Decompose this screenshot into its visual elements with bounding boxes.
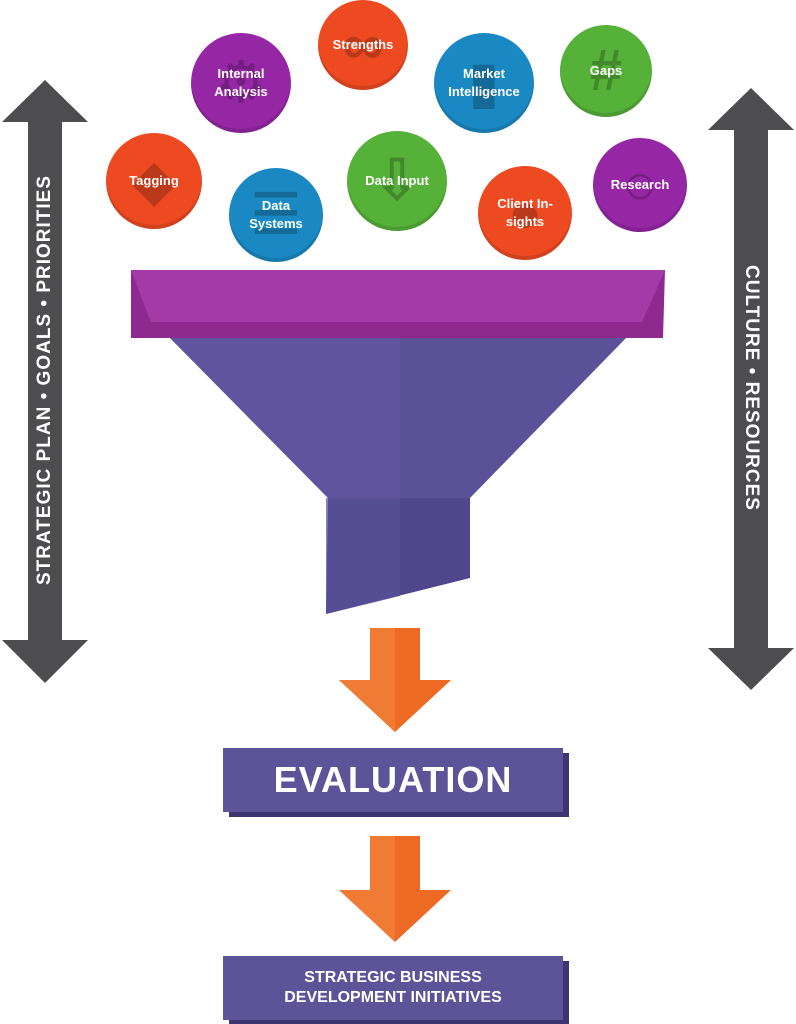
left-double-arrow [2,80,88,683]
input-circle-gaps: # Gaps [560,25,652,117]
initiatives-box: STRATEGIC BUSINESS DEVELOPMENT INITIATIV… [223,956,563,1020]
input-label: Client In- sights [497,196,553,229]
initiatives-label: STRATEGIC BUSINESS DEVELOPMENT INITIATIV… [284,969,502,1006]
input-circle-data-input: ⇩ Data Input [347,131,447,231]
input-circle-internal-analysis: ⚙ Internal Analysis [191,33,291,133]
input-circle-client-insights: ● Client In- sights [478,166,572,260]
input-label: Tagging [129,173,179,189]
evaluation-box: EVALUATION [223,748,563,812]
input-circle-market-intelligence: ▮ Market Intelligence [434,33,534,133]
input-label: Data Systems [249,198,303,231]
input-label: Gaps [589,63,623,79]
input-label: Internal Analysis [214,66,268,99]
right-double-arrow [708,88,794,690]
funnel-rim-highlight [131,270,665,322]
input-label: Strengths [332,37,394,53]
funnel-spout-shade [326,498,400,614]
input-circle-tagging: ◆ Tagging [106,133,202,229]
input-circle-data-systems: ☰ Data Systems [229,168,323,262]
input-label: Research [610,177,670,193]
flow-arrow-2-shade [339,836,395,942]
input-circle-strengths: ∞ Strengths [318,0,408,90]
input-circle-research: ○ Research [593,138,687,232]
flow-arrow-1-shade [339,628,395,732]
funnel-cone-shade [168,336,400,498]
evaluation-label: EVALUATION [273,759,513,800]
left-axis-label: STRATEGIC PLAN • GOALS • PRIORITIES [34,174,55,586]
input-label: Data Input [365,173,429,189]
right-axis-label: CULTURE • RESOURCES [741,265,762,511]
input-label: Market Intelligence [448,66,520,99]
